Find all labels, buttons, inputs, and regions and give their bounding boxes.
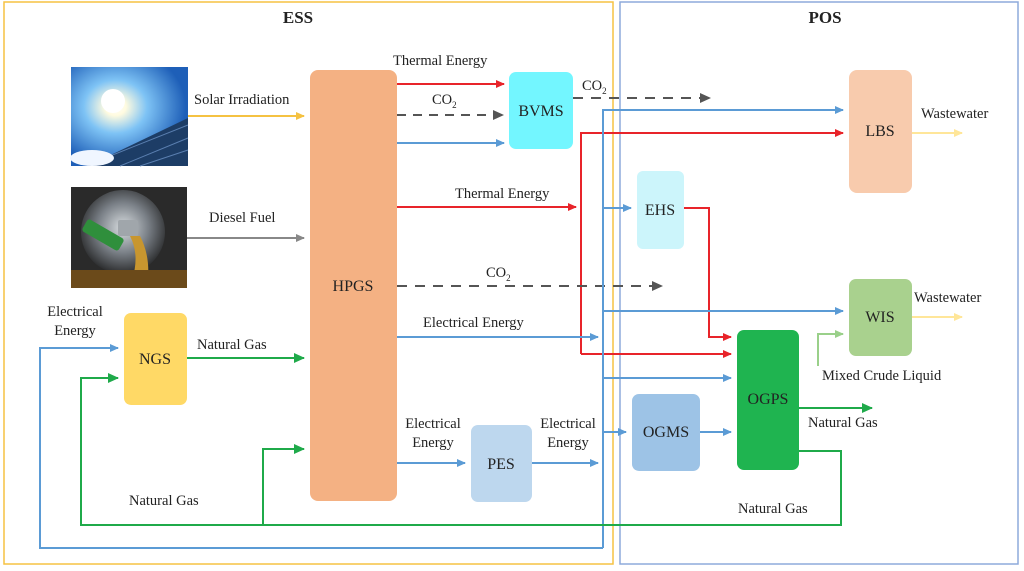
wastewater-lbs-label: Wastewater [921,106,988,122]
co2-label-1: CO2 [432,92,457,110]
ogms-box [632,394,700,471]
ngs-box [124,313,187,405]
ogps-box [737,330,799,470]
natural-gas-ngs-label: Natural Gas [197,337,267,353]
ehs-to-ogps-thermal [684,207,732,341]
wis-box [849,279,912,356]
gas-to-hpgs-bottom [262,444,305,525]
bvms-label: BVMS [518,103,563,120]
electrical-energy-mid-label: Electrical Energy [423,315,525,331]
ogps-label: OGPS [748,391,789,408]
ngs-label: NGS [139,351,171,368]
diesel-nozzle-image [71,187,187,288]
solar-irradiation-label: Solar Irradiation [194,92,290,108]
ess-frame [3,1,614,565]
ehs-label: EHS [645,202,675,219]
pes-label: PES [487,456,515,473]
lbs-box [849,70,912,193]
hpgs-box [310,70,397,501]
pos-frame [619,1,1019,565]
pes-box [471,425,532,502]
electric-bus [602,106,844,548]
natural-gas-bottom-right-label: Natural Gas [738,501,808,517]
ogms-label: OGMS [643,424,689,441]
pos-title: POS [808,8,841,27]
ehs-box [637,171,684,249]
bvms-box [509,72,573,149]
thermal-energy-mid-label: Thermal Energy [455,186,550,202]
natural-gas-ogps-label: Natural Gas [808,415,878,431]
wis-label: WIS [865,309,894,326]
wastewater-wis-label: Wastewater [914,290,981,306]
mixed-crude-to-wis [817,330,844,366]
thermal-energy-top-label: Thermal Energy [393,53,488,69]
gas-recycle-loop [80,373,842,526]
electric-to-ngs [39,344,603,549]
mixed-crude-liquid-label: Mixed Crude Liquid [822,368,942,384]
solar-panel-image [70,67,189,167]
lbs-label: LBS [865,123,894,140]
co2-label-2: CO2 [582,78,607,96]
hpgs-label: HPGS [333,278,374,295]
natural-gas-bottom-left-label: Natural Gas [129,493,199,509]
thermal-line-lbs [580,129,844,354]
ess-title: ESS [283,8,313,27]
diesel-fuel-label: Diesel Fuel [209,210,275,226]
co2-label-3: CO2 [486,265,511,283]
